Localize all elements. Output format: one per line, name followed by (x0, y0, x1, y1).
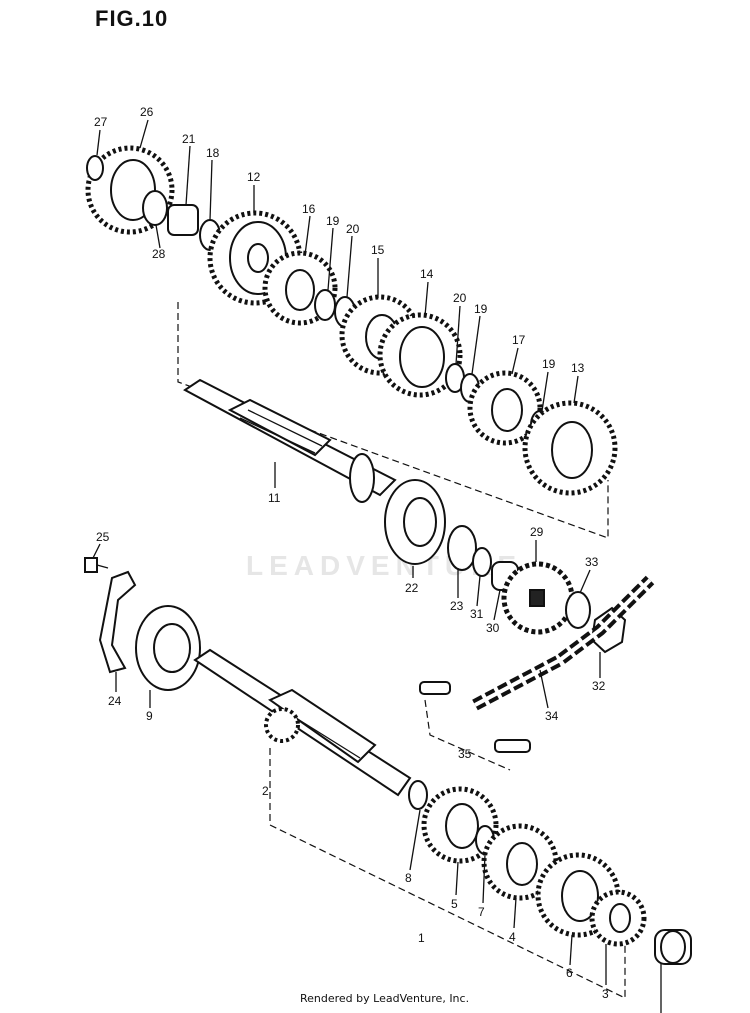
callout-26: 26 (140, 105, 154, 119)
callout-24: 24 (108, 694, 122, 708)
callout-34: 34 (545, 709, 559, 723)
callout-22: 22 (405, 581, 419, 595)
callout-31: 31 (470, 607, 484, 621)
washer-31 (472, 547, 492, 577)
callout-8: 8 (405, 871, 412, 885)
callouts: 27 26 21 18 12 28 16 19 20 15 14 20 19 1… (94, 105, 609, 1001)
bearing-21 (167, 204, 199, 236)
washer-19a (314, 289, 336, 321)
sprocket-29 (501, 561, 575, 635)
callout-32: 32 (592, 679, 606, 693)
callout-15: 15 (371, 243, 385, 257)
retainer-plate-24 (98, 570, 137, 674)
bolt-25 (84, 557, 109, 573)
gear-3 (589, 889, 647, 947)
callout-16: 16 (302, 202, 316, 216)
callout-2: 2 (262, 784, 269, 798)
callout-19b: 19 (474, 302, 488, 316)
callout-23: 23 (450, 599, 464, 613)
bearing-9 (135, 605, 201, 691)
callout-28: 28 (152, 247, 166, 261)
callout-27: 27 (94, 115, 108, 129)
callout-7: 7 (478, 905, 485, 919)
chain-joint-plate-35 (494, 739, 531, 753)
callout-1: 1 (418, 931, 425, 945)
washer-28 (142, 190, 168, 226)
callout-20b: 20 (453, 291, 467, 305)
bearing-22 (384, 479, 446, 565)
gear-17 (467, 370, 543, 446)
circlip-8 (408, 780, 428, 810)
callout-25: 25 (96, 530, 110, 544)
circlip-27 (86, 155, 104, 181)
callout-14: 14 (420, 267, 434, 281)
callout-4: 4 (509, 930, 516, 944)
lower-assembly-bracket (269, 748, 626, 999)
callout-18: 18 (206, 146, 220, 160)
callout-33: 33 (585, 555, 599, 569)
callout-30: 30 (486, 621, 500, 635)
callout-13: 13 (571, 361, 585, 375)
callout-5: 5 (451, 897, 458, 911)
callout-35: 35 (458, 747, 472, 761)
callout-9: 9 (146, 709, 153, 723)
callout-17: 17 (512, 333, 526, 347)
bushing (654, 929, 692, 965)
gear-13 (522, 400, 618, 496)
callout-20a: 20 (346, 222, 360, 236)
chain-bracket (424, 699, 511, 771)
callout-29: 29 (530, 525, 544, 539)
upper-assembly-bracket (177, 302, 609, 539)
figure-title: FIG.10 (95, 6, 169, 31)
seal-23 (447, 525, 477, 571)
callout-12: 12 (247, 170, 261, 184)
chain-joint-pin-35 (419, 681, 451, 695)
callout-6: 6 (566, 966, 573, 980)
callout-11: 11 (268, 491, 281, 505)
leader-lines (92, 119, 662, 1013)
callout-3: 3 (602, 987, 609, 1001)
countershaft (183, 378, 397, 503)
callout-19c: 19 (542, 357, 556, 371)
callout-21: 21 (182, 132, 196, 146)
driveshaft (193, 648, 412, 797)
callout-19a: 19 (326, 214, 340, 228)
gear-14 (377, 312, 463, 398)
gear-4 (481, 823, 559, 901)
footer-credit: Rendered by LeadVenture, Inc. (300, 992, 470, 1005)
drive-chain (472, 575, 655, 711)
lock-washer-33 (565, 591, 591, 629)
